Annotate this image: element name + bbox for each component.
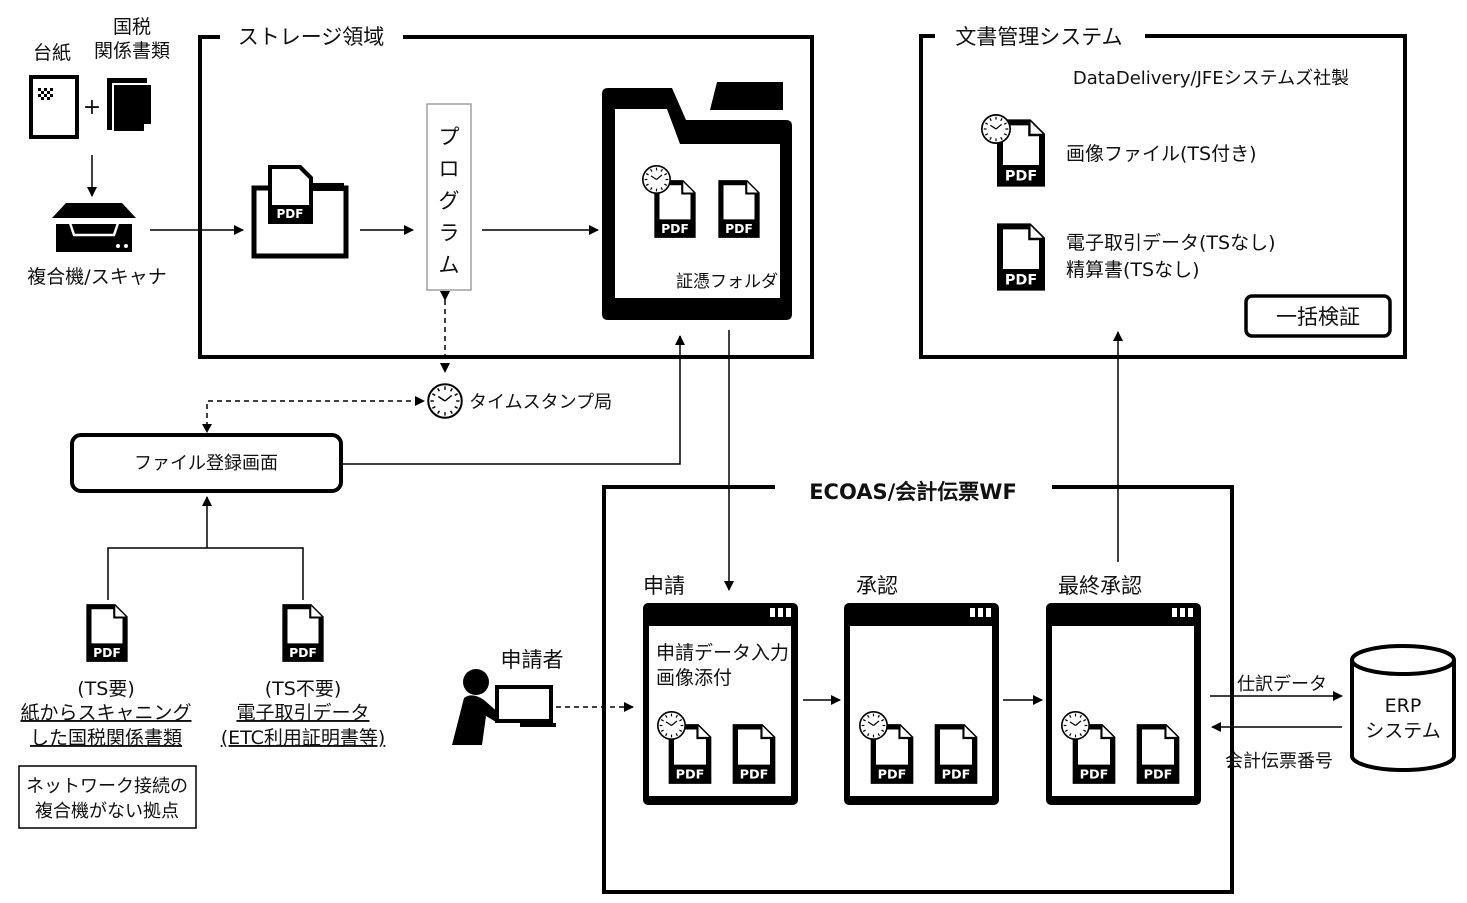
timestamp-authority-clock-icon <box>427 383 463 419</box>
file-register-screen[interactable]: ファイル登録画面 <box>70 433 343 493</box>
voucher-folder-label: 証憑フォルダ <box>676 272 778 292</box>
source-branch-lines <box>107 547 304 600</box>
clock-icon <box>642 165 671 194</box>
clock-icon <box>981 114 1011 144</box>
window-controls <box>1172 608 1193 617</box>
svg-text:グ: グ <box>439 189 460 213</box>
clock-icon <box>1061 711 1090 740</box>
window-controls <box>970 608 991 617</box>
step-label: 承認 <box>856 574 898 598</box>
window-controls <box>770 608 791 617</box>
dms-etrade-label-line1: 電子取引データ(TSなし) <box>1066 232 1276 254</box>
folder-pdf-icon <box>718 180 760 238</box>
voucher-folder-icon <box>602 82 792 320</box>
dashed-arrow-register-timestamp <box>206 396 425 427</box>
arrowhead <box>202 424 212 433</box>
svg-text:ファイル登録画面: ファイル登録画面 <box>134 453 278 474</box>
step-content-line2: 画像添付 <box>656 667 732 689</box>
source-etrade-line3: (ETC利用証明書等) <box>221 727 386 749</box>
program-box: プ ロ グ ラ ム <box>426 103 472 291</box>
svg-text:ム: ム <box>439 253 460 277</box>
svg-text:複合機がない拠点: 複合機がない拠点 <box>35 801 179 822</box>
dms-vendor: DataDelivery/JFEシステムズ社製 <box>1073 68 1349 89</box>
svg-text:ネットワーク接続の: ネットワーク接続の <box>26 776 188 797</box>
dms-pdf-icon <box>997 223 1045 291</box>
base-paper-label: 台紙 <box>33 42 71 64</box>
step-label: 申請 <box>643 574 685 598</box>
ecoas-frame <box>602 485 1234 894</box>
plus-sign: + <box>83 95 101 120</box>
source-scan-line1: (TS要) <box>77 678 135 700</box>
tax-docs-label-line2: 関係書類 <box>94 40 170 62</box>
svg-text:プ: プ <box>439 125 460 149</box>
scanner-label: 複合機/スキャナ <box>27 266 166 288</box>
journal-data-label: 仕訳データ <box>1237 674 1327 695</box>
pdf-icon <box>732 724 776 784</box>
source-etrade-line1: (TS不要) <box>265 678 342 700</box>
source-etrade-line2: 電子取引データ <box>236 702 369 724</box>
erp-label-line1: ERP <box>1385 695 1422 717</box>
source-scan-line3: した国税関係書類 <box>30 727 182 749</box>
documents-stack-icon <box>107 78 153 133</box>
base-paper-icon <box>29 75 79 139</box>
dms-frame <box>919 34 1407 359</box>
step-label: 最終承認 <box>1058 574 1142 598</box>
applicant-label: 申請者 <box>501 648 564 672</box>
pdf-icon <box>934 724 978 784</box>
applicant-person-icon <box>452 669 556 745</box>
dms-image-file-label: 画像ファイル(TS付き) <box>1066 143 1257 165</box>
voucher-number-label: 会計伝票番号 <box>1225 751 1333 772</box>
svg-text:ロ: ロ <box>439 157 460 181</box>
ecoas-title: ECOAS/会計伝票WF <box>809 480 1017 504</box>
clock-icon <box>859 711 888 740</box>
dms-title: 文書管理システム <box>955 25 1122 49</box>
timestamp-authority-label: タイムスタンプ局 <box>469 392 612 413</box>
bulk-verify-button[interactable]: 一括検証 <box>1244 294 1392 338</box>
workflow-step-apply[interactable]: 申請 申請データ入力 画像添付 <box>643 574 798 805</box>
pdf-icon <box>1136 724 1180 784</box>
workflow-step-approve[interactable]: 承認 <box>844 574 999 805</box>
inbox-pdf-label: PDF <box>277 207 304 221</box>
svg-text:一括検証: 一括検証 <box>1276 305 1360 329</box>
source-scan-line2: 紙からスキャニング <box>20 702 191 724</box>
storage-area-title: ストレージ領域 <box>238 25 385 49</box>
svg-text:ラ: ラ <box>439 221 460 245</box>
scanner-icon <box>52 203 136 252</box>
erp-database-icon: ERP システム <box>1350 644 1456 772</box>
inbox-folder-icon: PDF <box>251 165 349 259</box>
dms-etrade-label-line2: 精算書(TSなし) <box>1066 259 1200 281</box>
clock-icon <box>657 711 686 740</box>
source-etrade-pdf-icon <box>282 604 324 662</box>
workflow-step-final-approve[interactable]: 最終承認 <box>1046 574 1201 805</box>
note-box: ネットワーク接続の 複合機がない拠点 <box>18 765 197 829</box>
tax-docs-label-line1: 国税 <box>113 16 151 38</box>
arrow-register-to-folder <box>343 335 685 465</box>
step-content-line1: 申請データ入力 <box>656 642 789 664</box>
source-scan-pdf-icon <box>86 604 128 662</box>
erp-label-line2: システム <box>1365 720 1440 742</box>
storage-area-frame <box>198 35 814 359</box>
